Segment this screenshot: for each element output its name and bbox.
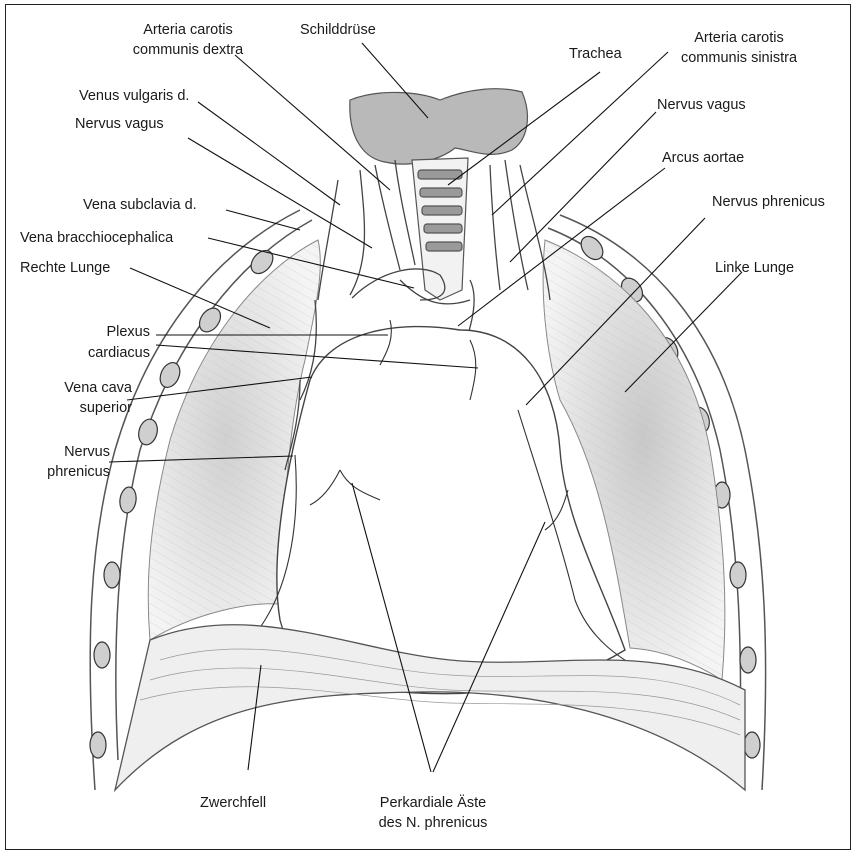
- label-nervus-vagus-right: Nervus vagus: [75, 114, 164, 134]
- label-phrenicus-left-1: Nervus: [20, 442, 110, 462]
- label-perikardiale-2: des N. phrenicus: [363, 813, 503, 833]
- label-nervus-vagus-left: Nervus vagus: [657, 95, 746, 115]
- label-vena-bracchiocephalica: Vena bracchiocephalica: [20, 228, 173, 248]
- label-acc-dextra-2: communis dextra: [118, 40, 258, 60]
- label-venus-vulgaris: Venus vulgaris d.: [79, 86, 189, 106]
- label-plexus-1: Plexus: [60, 322, 150, 342]
- label-plexus-2: cardiacus: [60, 343, 150, 363]
- label-vena-cava-2: superior: [42, 398, 132, 418]
- label-nervus-phrenicus-top: Nervus phrenicus: [712, 192, 825, 212]
- label-acc-sinistra-2: communis sinistra: [664, 48, 814, 68]
- label-schilddruese: Schilddrüse: [300, 20, 376, 40]
- trachea-shape: [412, 158, 468, 300]
- label-zwerchfell: Zwerchfell: [200, 793, 266, 813]
- label-linke-lunge: Linke Lunge: [715, 258, 794, 278]
- thyroid-shape: [350, 89, 528, 164]
- label-acc-dextra-1: Arteria carotis: [118, 20, 258, 40]
- label-phrenicus-left-2: phrenicus: [20, 462, 110, 482]
- label-arcus-aortae: Arcus aortae: [662, 148, 744, 168]
- label-trachea: Trachea: [569, 44, 622, 64]
- label-vena-cava-1: Vena cava: [42, 378, 132, 398]
- label-perikardiale-1: Perkardiale Äste: [363, 793, 503, 813]
- label-vena-subclavia: Vena subclavia d.: [83, 195, 197, 215]
- label-acc-sinistra-1: Arteria carotis: [664, 28, 814, 48]
- label-rechte-lunge: Rechte Lunge: [20, 258, 110, 278]
